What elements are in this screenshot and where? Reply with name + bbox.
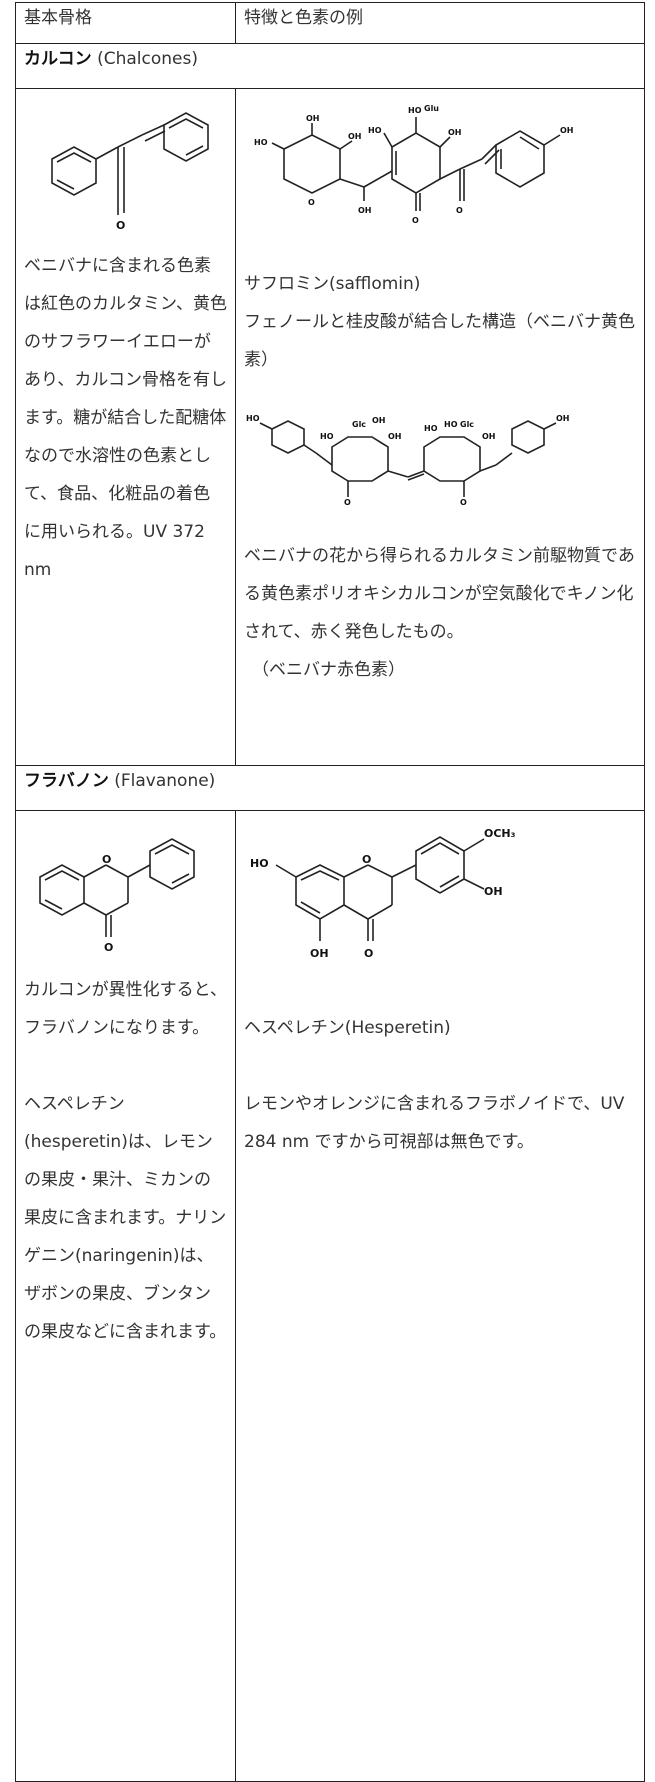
flavanone-left-cell: O O カルコンが異性化すると、フラバノンになります。 ヘスペレチン(hespe… [15,810,236,1782]
svg-text:HO: HO [368,126,382,135]
svg-text:OH: OH [372,416,386,425]
hesperetin-name: ヘスペレチン(Hesperetin) [244,1018,451,1038]
safflomin-name: サフロミン(safflomin) [244,274,421,294]
hesperetin-structure: HO O OH O OCH₃ OH [250,827,516,960]
chalcone-left-cell: O ベニバナに含まれる色素は紅色のカルタミン、黄色のサフラワーイエローがあり、カ… [15,88,236,766]
flavanone-skeleton-structure: O O [39,838,195,954]
section-row-flavanone: フラバノン (Flavanone) [15,765,645,811]
svg-text:OH: OH [388,432,402,441]
content-row-flavanone: O O カルコンが異性化すると、フラバノンになります。 ヘスペレチン(hespe… [15,810,645,1782]
svg-text:OH: OH [482,432,496,441]
section-title-flavanone: フラバノン (Flavanone) [15,765,645,811]
svg-text:O: O [308,198,315,207]
svg-text:HO: HO [254,138,268,147]
flavanone-description-2: ヘスペレチン(hesperetin)は、レモンの果皮・果汁、ミカンの果皮に含まれ… [24,1094,227,1342]
flavanone-description-1: カルコンが異性化すると、フラバノンになります。 [24,980,227,1038]
svg-text:HO: HO [246,414,260,423]
safflomin-description: フェノールと桂皮酸が結合した構造（ベニバナ黄色素） [244,312,635,370]
carthamin-description: ベニバナの花から得られるカルタミン前駆物質である黄色素ポリオキシカルコンが空気酸… [244,546,635,642]
section-row-chalcone: カルコン (Chalcones) [15,43,645,89]
svg-text:O: O [460,498,467,507]
table-header-row: 基本骨格 特徴と色素の例 [15,2,645,44]
svg-text:OH: OH [448,128,462,137]
svg-text:O: O [364,947,373,960]
chalcone-right-cell: OH OH HO O OH HO HO Glu OH O O OH サフロミン(… [235,88,645,766]
svg-text:OH: OH [560,126,574,135]
svg-text:HO: HO [408,106,422,115]
flavanone-right-cell: HO O OH O OCH₃ OH ヘスペレチン(Hesperetin) レモン… [235,810,645,1782]
oxygen-label: O [116,219,125,232]
svg-text:HO: HO [320,432,334,441]
carthamin-note: （ベニバナ赤色素） [252,660,405,680]
section-title-chalcone: カルコン (Chalcones) [15,43,645,89]
svg-text:OH: OH [358,206,372,215]
svg-text:Glc: Glc [460,420,474,429]
header-skeleton: 基本骨格 [15,2,236,44]
header-features: 特徴と色素の例 [235,2,645,44]
safflomin-structure: OH OH HO O OH HO HO Glu OH O O OH [254,104,574,225]
svg-text:OH: OH [484,885,503,898]
chalcone-skeleton-structure: O [51,112,209,232]
hesperetin-description: レモンやオレンジに含まれるフラボノイドで、UV 284 nm ですから可視部は無… [244,1094,625,1152]
svg-text:HO: HO [250,857,269,870]
svg-text:O: O [362,853,371,866]
svg-text:HO: HO [444,420,458,429]
svg-text:OH: OH [348,132,362,141]
svg-text:O: O [104,941,113,954]
chalcone-description: ベニバナに含まれる色素は紅色のカルタミン、黄色のサフラワーイエローがあり、カルコ… [24,256,227,580]
svg-text:O: O [412,216,419,225]
content-row-chalcone: O ベニバナに含まれる色素は紅色のカルタミン、黄色のサフラワーイエローがあり、カ… [15,88,645,766]
svg-text:OCH₃: OCH₃ [484,827,516,840]
svg-text:O: O [102,853,111,866]
carthamin-structure: HO Glc OH HO OH HO HO Glc OH O O OH [246,414,570,507]
svg-text:Glc: Glc [352,420,366,429]
svg-text:OH: OH [306,114,320,123]
svg-text:HO: HO [424,424,438,433]
pigment-table: 基本骨格 特徴と色素の例 カルコン (Chalcones) O [15,2,645,1782]
svg-text:OH: OH [556,414,570,423]
svg-text:Glu: Glu [424,104,439,113]
svg-text:OH: OH [310,947,329,960]
svg-text:O: O [344,498,351,507]
svg-text:O: O [456,206,463,215]
